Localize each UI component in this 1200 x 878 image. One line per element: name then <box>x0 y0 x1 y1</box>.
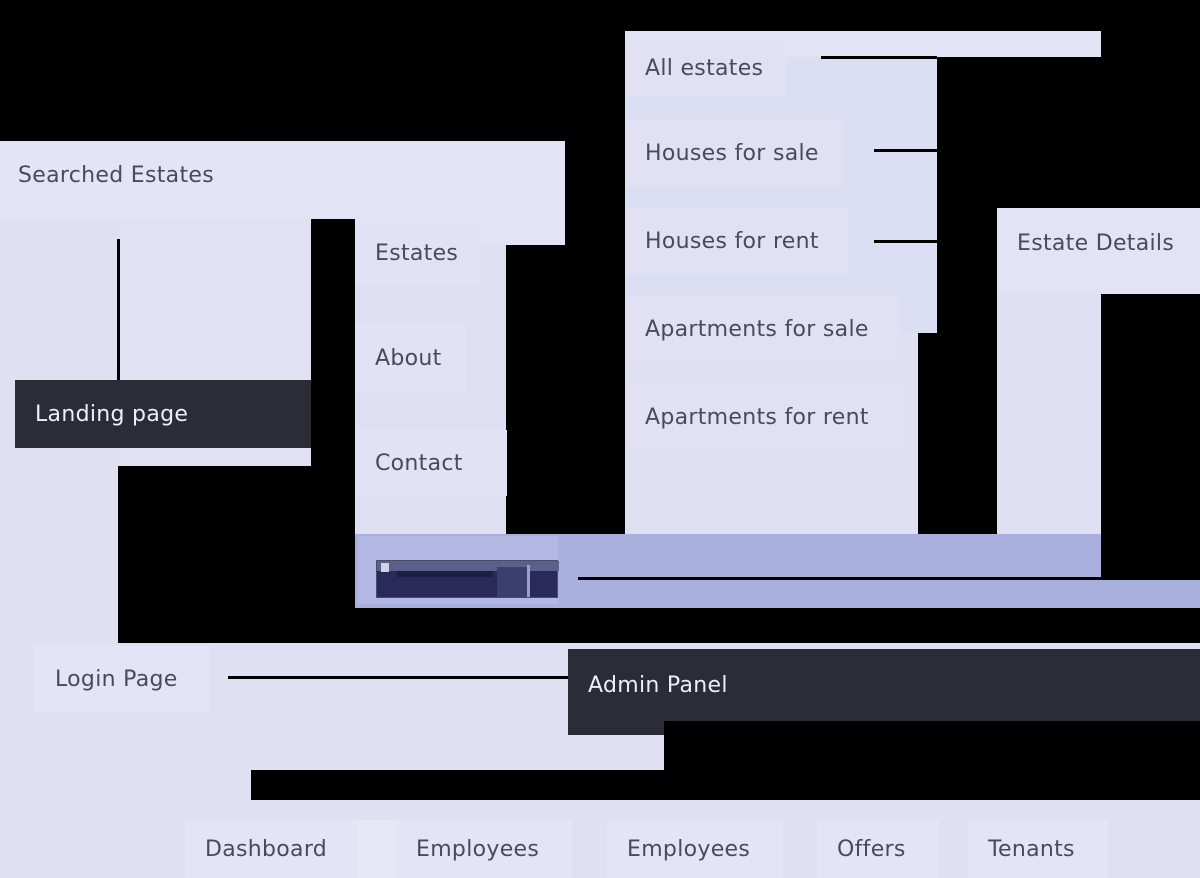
node-apartments-for-rent: Apartments for rent <box>625 384 909 450</box>
panel-login-band-low <box>0 770 251 800</box>
connector-searched-landing <box>117 239 120 380</box>
connector-highlight <box>578 577 1200 580</box>
panel-admin-gap <box>568 643 1200 649</box>
tab-employees-2: Employees <box>607 821 783 878</box>
connector-login-admin <box>228 676 568 679</box>
node-about: About <box>355 324 467 392</box>
node-landing-page: Landing page <box>15 380 311 448</box>
node-estates: Estates <box>355 221 479 285</box>
node-searched-estates: Searched Estates <box>0 141 243 209</box>
tab-dashboard: Dashboard <box>185 820 357 878</box>
admin-panel-lower-block <box>568 721 664 735</box>
node-contact: Contact <box>355 430 507 496</box>
node-admin-panel: Admin Panel <box>568 649 1200 721</box>
tab-offers: Offers <box>817 820 939 878</box>
connector-houses-rent <box>874 240 937 243</box>
node-apartments-for-sale: Apartments for sale <box>625 296 899 362</box>
node-houses-for-rent: Houses for rent <box>625 208 849 274</box>
node-all-estates: All estates <box>625 40 786 96</box>
tab-tenants: Tenants <box>968 820 1108 878</box>
node-houses-for-sale: Houses for sale <box>625 120 843 186</box>
node-estate-details: Estate Details <box>997 210 1200 276</box>
highlight-strip-right <box>1101 580 1200 608</box>
tab-employees-1: Employees <box>396 820 572 878</box>
connector-houses-sale <box>874 149 937 152</box>
panel-admin-under <box>568 735 664 770</box>
connector-all-estates <box>821 56 937 59</box>
node-login-page: Login Page <box>35 646 210 712</box>
corrupted-node-icon <box>376 560 559 598</box>
tab-separator <box>357 820 396 878</box>
